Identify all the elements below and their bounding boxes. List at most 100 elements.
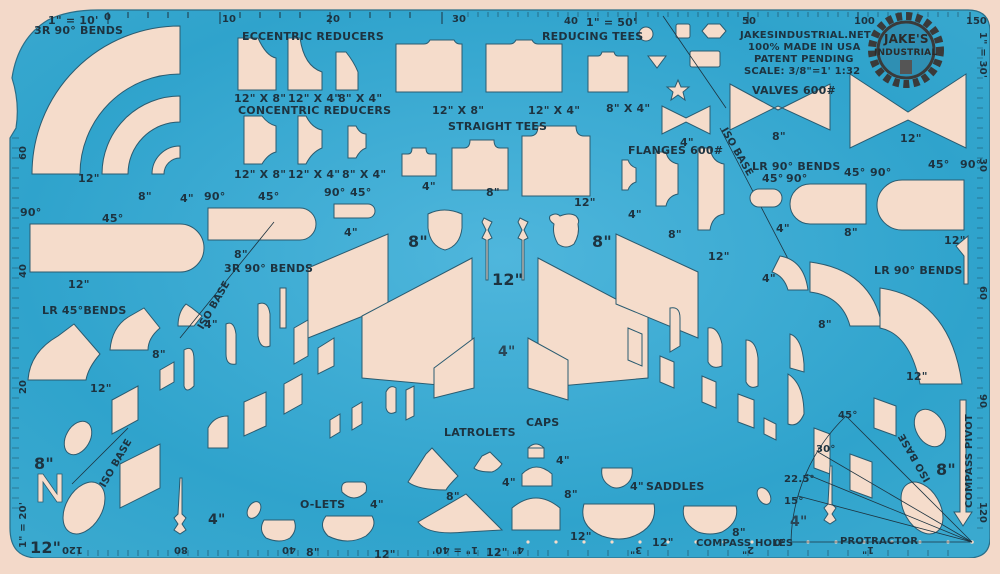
logo-line1: JAKE'S bbox=[884, 32, 929, 46]
angle-label: 45° bbox=[102, 212, 124, 225]
ruler-tick-label: 30 bbox=[452, 14, 466, 25]
ruler-tick-label: 4" bbox=[512, 544, 525, 555]
size-label: 8" bbox=[564, 488, 578, 501]
title-latrolets: LATROLETS bbox=[444, 426, 516, 439]
ruler-tick-label: 120 bbox=[62, 544, 83, 555]
size-label: 4" bbox=[556, 454, 570, 467]
scale-label-top-left: 1" = 10' bbox=[48, 14, 99, 27]
angle-label: 45° bbox=[838, 410, 858, 421]
size-label: 4" bbox=[762, 272, 776, 285]
size-label: 8" bbox=[234, 248, 248, 261]
scale-label-top-right: 1" = 50' bbox=[586, 16, 637, 29]
ruler-tick-label: 50 bbox=[742, 16, 756, 27]
ruler-tick-label: 80 bbox=[174, 544, 188, 555]
ruler-tick-label: 60 bbox=[977, 286, 988, 300]
ruler-tick-label: 0 bbox=[104, 12, 111, 23]
angle-label: 90° bbox=[324, 186, 346, 199]
angle-label: 90° bbox=[204, 190, 226, 203]
size-label: 8" bbox=[818, 318, 832, 331]
ruler-tick-label: 40 bbox=[282, 544, 296, 555]
angle-label: 45° bbox=[762, 172, 784, 185]
ruler-tick-label: 10 bbox=[222, 14, 236, 25]
ruler-tick-label: 100 bbox=[854, 16, 875, 27]
size-label: 8" X 4" bbox=[338, 92, 383, 105]
angle-label: 22.5° bbox=[784, 474, 815, 485]
title-caps: CAPS bbox=[526, 416, 560, 429]
size-label: 12" bbox=[574, 196, 596, 209]
title-flanges: FLANGES 600# bbox=[628, 144, 724, 157]
angle-label: 45° bbox=[928, 158, 950, 171]
size-label: 8" bbox=[668, 228, 682, 241]
size-label: 8" bbox=[408, 232, 428, 251]
size-label: 12" bbox=[374, 548, 396, 561]
angle-label: 45° bbox=[258, 190, 280, 203]
size-label: 8" X 4" bbox=[606, 102, 651, 115]
size-label: 12" X 8" bbox=[234, 168, 287, 181]
ruler-tick-label: 3" bbox=[630, 544, 643, 555]
size-label: 8" bbox=[152, 348, 166, 361]
ruler-tick-label: 40 bbox=[564, 16, 578, 27]
size-label: 4" bbox=[628, 208, 642, 221]
size-label: 8" bbox=[138, 190, 152, 203]
size-label: 12" bbox=[944, 234, 966, 247]
size-label: 4" bbox=[344, 226, 358, 239]
template-body bbox=[9, 9, 990, 558]
size-label: 12" bbox=[90, 382, 112, 395]
size-label: 12" X 8" bbox=[432, 104, 485, 117]
logo-line2: INDUSTRIAL bbox=[874, 48, 938, 58]
size-label: 12" bbox=[900, 132, 922, 145]
size-label: 4" bbox=[630, 480, 644, 493]
brand-scale: SCALE: 3/8"=1' 1:32 bbox=[744, 66, 861, 77]
size-label: 8" bbox=[306, 546, 320, 559]
title-3r-90-bends-side: 3R 90° BENDS bbox=[224, 262, 314, 275]
size-label: 8" bbox=[772, 130, 786, 143]
size-label: 8" bbox=[936, 460, 956, 479]
angle-label: 15° bbox=[784, 496, 804, 507]
angle-label: 90° bbox=[20, 206, 42, 219]
angle-label: 90° bbox=[960, 158, 982, 171]
size-label: 8" bbox=[486, 186, 500, 199]
size-label: 12" bbox=[68, 278, 90, 291]
size-label: 12" bbox=[492, 270, 524, 289]
size-label: 12" bbox=[486, 546, 508, 559]
size-label: 8" bbox=[844, 226, 858, 239]
size-label: 4" bbox=[502, 476, 516, 489]
size-label: 8" bbox=[446, 490, 460, 503]
size-label: 4" bbox=[180, 192, 194, 205]
title-concentric-reducers: CONCENTRIC REDUCERS bbox=[238, 104, 392, 117]
ruler-tick-label: 20 bbox=[326, 14, 340, 25]
title-valves: VALVES 600# bbox=[752, 84, 836, 97]
size-label: 12" bbox=[652, 536, 674, 549]
angle-label: 45° bbox=[350, 186, 372, 199]
size-label: 12" bbox=[708, 250, 730, 263]
title-lr-90-bends-right: LR 90° BENDS bbox=[874, 264, 963, 277]
title-straight-tees: STRAIGHT TEES bbox=[448, 120, 548, 133]
title-3r-90-bends: 3R 90° BENDS bbox=[34, 24, 124, 37]
size-label: 12" bbox=[906, 370, 928, 383]
ruler-tick-label: 40 bbox=[18, 264, 29, 278]
size-label: 12" X 4" bbox=[288, 168, 341, 181]
size-label: 12" X 4" bbox=[528, 104, 581, 117]
size-label: 12" bbox=[78, 172, 100, 185]
size-label: 8" bbox=[34, 454, 54, 473]
size-label: 4" bbox=[204, 318, 218, 331]
ruler-tick-label: 90 bbox=[977, 394, 988, 408]
title-compass-holes: COMPASS HOLES bbox=[696, 538, 794, 549]
scale-label-left: 1" = 20' bbox=[18, 501, 29, 548]
title-protractor: PROTRACTOR bbox=[840, 536, 919, 547]
size-label: 12" bbox=[30, 538, 62, 557]
size-label: 4" bbox=[680, 136, 694, 149]
size-label: 8" X 4" bbox=[342, 168, 387, 181]
title-reducing-tees: REDUCING TEES bbox=[542, 30, 644, 43]
title-olets: O-LETS bbox=[300, 498, 346, 511]
size-label: 4" bbox=[790, 514, 808, 530]
ruler-tick-label: 150 bbox=[966, 16, 987, 27]
size-label: 4" bbox=[370, 498, 384, 511]
angle-label: 30° bbox=[816, 444, 836, 455]
title-compass-pivot: COMPASS PIVOT bbox=[964, 414, 975, 508]
brand-patent: PATENT PENDING bbox=[754, 54, 854, 65]
angle-label: 90° bbox=[870, 166, 892, 179]
size-label: 8" bbox=[732, 526, 746, 539]
angle-label: 90° bbox=[786, 172, 808, 185]
ruler-tick-label: 60 bbox=[18, 146, 29, 160]
